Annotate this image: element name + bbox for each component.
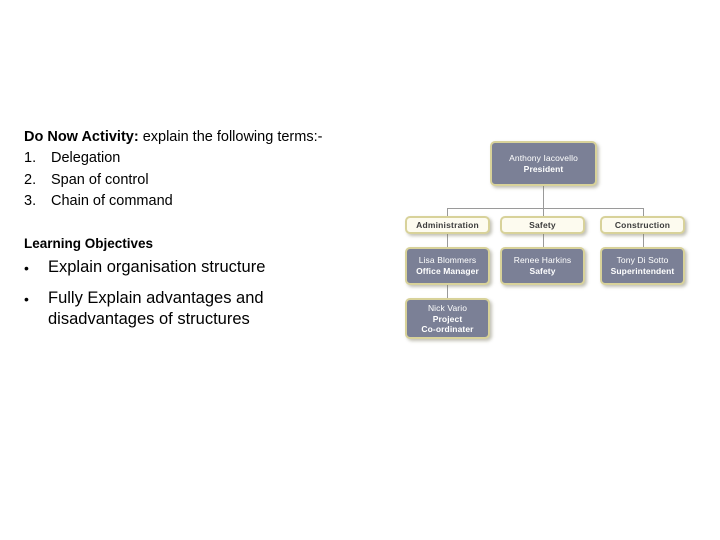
- node-staff-safety[interactable]: Renee Harkins Safety: [500, 247, 585, 285]
- connector-construction-to-staff: [643, 234, 644, 247]
- node-president-name: Anthony Iacovello: [509, 152, 578, 163]
- node-coordinator-role-line1: Project: [432, 313, 463, 324]
- node-staff-superintendent[interactable]: Tony Di Sotto Superintendent: [600, 247, 685, 285]
- node-staff-name: Tony Di Sotto: [616, 255, 669, 266]
- list-item-number: 3.: [24, 193, 37, 209]
- node-staff-name: Lisa Blommers: [418, 255, 477, 266]
- connector-administration-to-staff: [447, 234, 448, 247]
- node-president[interactable]: Anthony Iacovello President: [490, 141, 597, 186]
- connector-drop-safety: [543, 208, 544, 216]
- list-item-label: Fully Explain advantages and disadvantag…: [48, 288, 264, 328]
- list-item-label: Chain of command: [51, 193, 173, 209]
- connector-drop-construction: [643, 208, 644, 216]
- node-department-label: Construction: [614, 219, 671, 230]
- do-now-activity-instruction: explain the following terms:-: [138, 129, 323, 145]
- bullet-icon: •: [24, 290, 29, 307]
- connector-horizontal-bus: [447, 208, 643, 209]
- node-staff-role: Superintendent: [610, 266, 675, 277]
- connector-staff-to-coordinator: [447, 285, 448, 298]
- learning-objectives-heading: Learning Objectives: [24, 235, 154, 251]
- node-project-coordinator[interactable]: Nick Vario Project Co-ordinater: [405, 298, 490, 339]
- node-department-label: Safety: [529, 219, 556, 230]
- terms-list: 1. Delegation 2. Span of control 3. Chai…: [24, 148, 384, 213]
- node-department-administration[interactable]: Administration: [405, 216, 490, 234]
- node-coordinator-name: Nick Vario: [427, 302, 468, 313]
- slide-text-panel: Do Now Activity: explain the following t…: [24, 127, 384, 339]
- connector-drop-administration: [447, 208, 448, 216]
- bullet-icon: •: [24, 259, 29, 276]
- node-staff-role: Safety: [529, 266, 556, 277]
- learning-objectives-list: • Explain organisation structure • Fully…: [24, 257, 384, 330]
- node-staff-name: Renee Harkins: [513, 255, 572, 266]
- node-coordinator-role-line2: Co-ordinater: [421, 324, 474, 334]
- list-item: 3. Chain of command: [24, 191, 384, 213]
- organisation-chart: Anthony Iacovello President Administrati…: [390, 130, 710, 355]
- node-staff-role: Office Manager: [416, 266, 479, 277]
- connector-president-down: [543, 186, 544, 208]
- list-item-label: Span of control: [51, 171, 149, 188]
- node-department-construction[interactable]: Construction: [600, 216, 685, 234]
- list-item-label: Explain organisation structure: [48, 257, 266, 276]
- node-president-role: President: [523, 163, 564, 174]
- list-item: 1. Delegation: [24, 148, 384, 170]
- list-item-number: 2.: [24, 171, 37, 188]
- do-now-activity-label: Do Now Activity:: [24, 129, 139, 145]
- node-staff-office-manager[interactable]: Lisa Blommers Office Manager: [405, 247, 490, 285]
- list-item-label: Delegation: [51, 150, 121, 166]
- node-department-safety[interactable]: Safety: [500, 216, 585, 234]
- list-item-number: 1.: [24, 150, 37, 166]
- connector-safety-to-staff: [543, 234, 544, 247]
- do-now-activity-line: Do Now Activity: explain the following t…: [24, 127, 384, 148]
- node-department-label: Administration: [416, 219, 479, 230]
- list-item: • Fully Explain advantages and disadvant…: [24, 288, 384, 330]
- list-item: • Explain organisation structure: [24, 257, 384, 279]
- list-item: 2. Span of control: [24, 170, 384, 192]
